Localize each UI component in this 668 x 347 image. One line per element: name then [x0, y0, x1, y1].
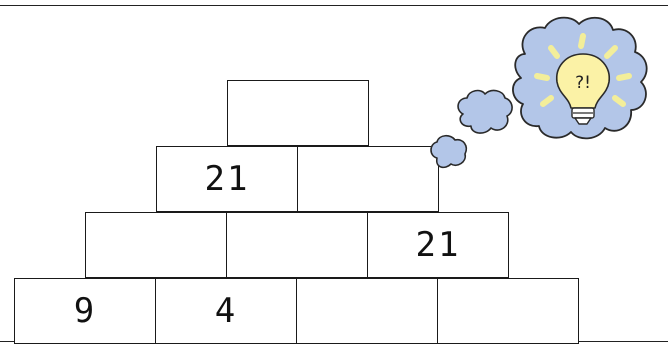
thought-puff-small [431, 136, 466, 168]
pyramid-cell-r0-c0[interactable] [227, 80, 369, 146]
pyramid-cell-r1-c0[interactable]: 21 [156, 146, 298, 212]
thought-bubble: ?! [425, 10, 665, 190]
pyramid-cell-r3-c3[interactable] [437, 278, 579, 344]
pyramid-cell-r3-c0[interactable]: 9 [14, 278, 156, 344]
pyramid-cell-r3-c1[interactable]: 4 [155, 278, 297, 344]
lightbulb-text: ?! [575, 73, 591, 93]
pyramid-cell-r2-c0[interactable] [85, 212, 227, 278]
thought-puff-medium [458, 91, 512, 134]
pyramid-cell-r2-c1[interactable] [226, 212, 368, 278]
pyramid-cell-r2-c2[interactable]: 21 [367, 212, 509, 278]
pyramid-cell-r3-c2[interactable] [296, 278, 438, 344]
pyramid-cell-r1-c1[interactable] [297, 146, 439, 212]
